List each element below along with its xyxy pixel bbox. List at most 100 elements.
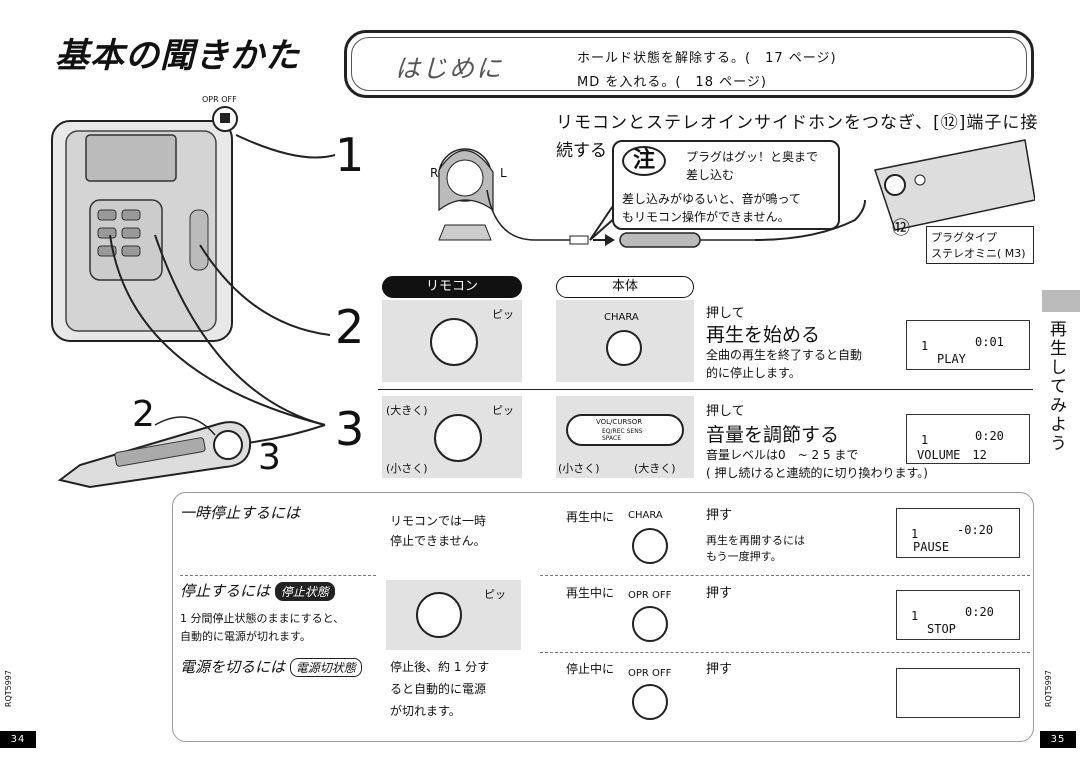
plug-type-1: プラグタイプ <box>931 231 997 244</box>
step2-beep: ピッ <box>492 308 514 321</box>
lcd-time: 0:20 <box>965 605 994 619</box>
lcd-track: 1 <box>911 609 919 623</box>
note-body-2: もリモコン操作ができません。 <box>622 210 790 224</box>
intro-box: はじめに ホールド状態を解除する。( 17 ページ) MD を入れる。( 18 … <box>344 30 1034 98</box>
power-during: 停止中に <box>566 662 615 676</box>
stop-desc-2: 自動的に電源が切れます。 <box>180 630 311 643</box>
eq-label: EQ/REC SENS SPACE <box>602 428 643 442</box>
pause-remote-1: リモコンでは一時 <box>390 514 487 528</box>
step3-desc-2: ( 押し続けると連続的に切り換わります。) <box>706 466 928 480</box>
device-illustration <box>51 106 336 489</box>
remote-stop-button[interactable] <box>416 592 462 638</box>
intro-heading: はじめに <box>395 54 504 83</box>
note-head: プラグはグッ！と奥まで <box>686 150 819 164</box>
stop-title: 停止するには 停止状態 <box>180 580 335 601</box>
stop-push: 押す <box>706 586 733 601</box>
caution-mark: 注 <box>622 146 666 176</box>
step2-push: 押して <box>706 306 745 321</box>
side-tab <box>1042 290 1080 312</box>
lcd-track: 1 <box>921 433 929 447</box>
lcd-time: -0:20 <box>957 523 994 537</box>
stop-desc-1: 1 分間停止状態のままにすると、 <box>180 612 345 625</box>
remote-play-button[interactable] <box>430 318 478 366</box>
page-number-left: 34 <box>0 731 36 748</box>
step3-lcd: 1 0:20 VOLUME 12 <box>906 414 1030 464</box>
plug-type-box: プラグタイプ ステレオミニ( M3) <box>926 226 1034 264</box>
step-label-2: 2 <box>335 300 365 354</box>
lcd-time: 0:20 <box>975 429 1004 443</box>
lcd-time: 0:01 <box>975 335 1004 349</box>
note-head-2: 差し込む <box>686 168 735 182</box>
remote-step-label-2: 2 <box>132 394 155 435</box>
pause-title: 一時停止するには <box>180 504 301 522</box>
stop-state-tag: 停止状態 <box>274 582 335 601</box>
plug-type-2: ステレオミニ( M3) <box>931 247 1026 260</box>
stop-lcd: 1 0:20 STOP <box>896 590 1020 640</box>
power-remote-2: ると自動的に電源 <box>390 682 487 696</box>
stop-during: 再生中に <box>566 586 615 600</box>
step2-body-panel: CHARA <box>556 300 694 382</box>
step2-remote-panel: ピッ <box>382 300 522 382</box>
power-opr-label: OPR OFF <box>628 668 672 679</box>
pause-remote-2: 停止できません。 <box>390 534 486 548</box>
step1-text-1: リモコンとステレオインサイドホンをつなぎ、[⑫]端子に接 <box>556 113 1039 133</box>
divider <box>540 652 1030 653</box>
operations-box <box>172 492 1034 742</box>
stop-opr-button[interactable] <box>632 606 668 642</box>
step3-push: 押して <box>706 404 745 419</box>
divider <box>180 575 376 576</box>
step3-remote-panel: (大きく) ピッ (小さく) <box>382 396 522 478</box>
column-body: 本体 <box>556 276 694 298</box>
power-lcd-blank <box>896 668 1020 718</box>
pause-chara-button[interactable] <box>632 528 668 564</box>
step2-lcd: 1 0:01 PLAY <box>906 320 1030 370</box>
step3-desc-1: 音量レベルは0 ~ 2 5 まで <box>706 448 859 462</box>
intro-line-2: MD を入れる。( 18 ページ) <box>577 75 767 90</box>
stop-title-text: 停止するには <box>180 582 271 600</box>
power-push: 押す <box>706 662 733 677</box>
step1-text-2: 続する <box>556 141 607 161</box>
pause-chara: CHARA <box>628 510 663 521</box>
step3-title: 音量を調節する <box>706 424 840 446</box>
rqt-left: RQT5997 <box>4 670 13 708</box>
power-remote-1: 停止後、約 1 分す <box>390 660 490 674</box>
label-r: R <box>430 166 439 180</box>
divider <box>378 389 1033 390</box>
side-title: 再生してみよう <box>1046 320 1066 453</box>
remote-volume-button[interactable] <box>434 414 482 462</box>
pause-resume-1: 再生を再開するには <box>706 534 805 547</box>
chara-label: CHARA <box>604 312 639 323</box>
connection-illustration <box>438 139 1035 248</box>
intro-line-1: ホールド状態を解除する。( 17 ページ) <box>577 51 837 66</box>
opr-off-label: OPR OFF <box>202 95 237 104</box>
power-opr-button[interactable] <box>632 684 668 720</box>
power-remote-3: が切れます。 <box>390 704 461 718</box>
lcd-mode: VOLUME 12 <box>917 448 987 462</box>
lcd-mode: PAUSE <box>913 540 950 554</box>
pause-resume-2: もう一度押す。 <box>706 550 782 563</box>
divider <box>540 575 1030 576</box>
jack-number: ⑫ <box>892 218 910 239</box>
label-l: L <box>500 166 507 180</box>
chara-button[interactable] <box>606 330 642 366</box>
step2-desc-2: 的に停止します。 <box>706 366 801 380</box>
lcd-mode: PLAY <box>937 352 966 366</box>
lcd-track: 1 <box>911 527 919 541</box>
step2-title: 再生を始める <box>706 324 821 346</box>
pause-push: 押す <box>706 508 733 523</box>
power-title-text: 電源を切るには <box>180 658 286 676</box>
step-label-3: 3 <box>335 402 365 456</box>
body-louder: (大きく) <box>634 462 676 475</box>
power-state-tag: 電源切状態 <box>289 658 362 677</box>
caution-note: 注 プラグはグッ！と奥まで 差し込む 差し込みがゆるいと、音が鳴って もリモコン… <box>612 140 840 230</box>
pause-lcd: 1 -0:20 PAUSE <box>896 508 1020 558</box>
volume-rocker[interactable] <box>566 414 684 446</box>
step3-beep: ピッ <box>492 404 514 417</box>
vol-cursor-label: VOL/CURSOR <box>596 418 643 426</box>
step-label-1: 1 <box>335 128 365 182</box>
page-number-right: 35 <box>1040 731 1076 748</box>
power-title: 電源を切るには 電源切状態 <box>180 656 362 677</box>
lcd-track: 1 <box>921 339 929 353</box>
rqt-right: RQT5997 <box>1044 670 1053 708</box>
step3-body-panel: VOL/CURSOR EQ/REC SENS SPACE (小さく) (大きく) <box>556 396 694 478</box>
